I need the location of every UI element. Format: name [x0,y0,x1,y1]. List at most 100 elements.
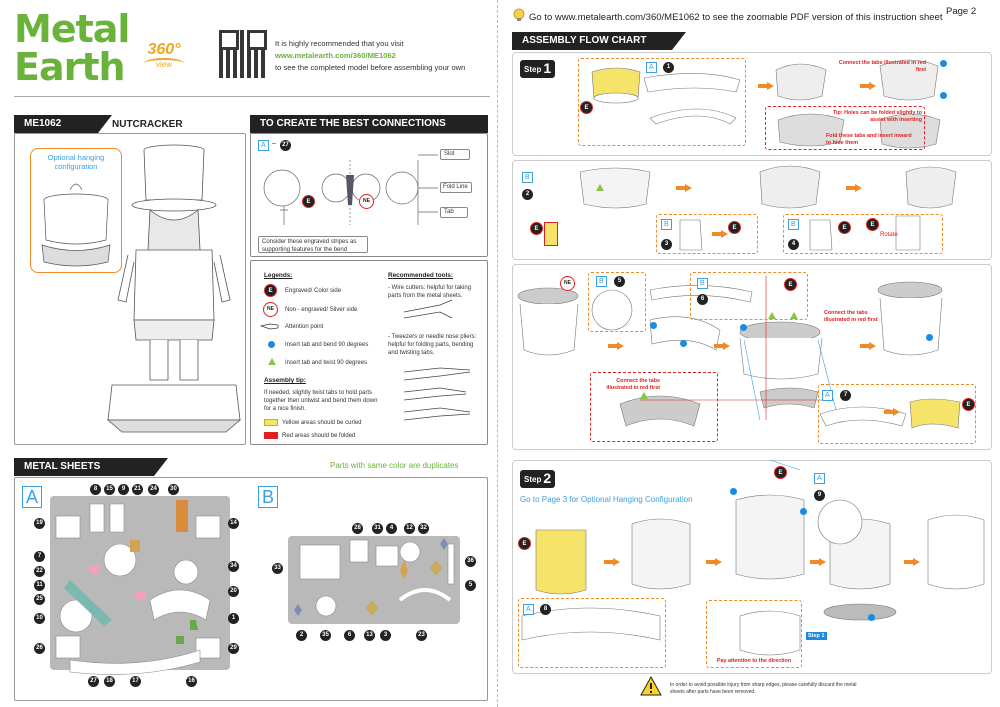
green-triangle-icon [268,358,276,365]
visit-note: It is highly recommended that you visit … [275,38,495,74]
blue-dot-icon [650,322,657,329]
flow-arrow-icon [904,558,920,566]
green-triangle-icon [640,392,648,399]
part-num: 32 [418,523,429,534]
visit-line3: to see the completed model before assemb… [275,63,466,72]
substep-8-frame [518,598,666,668]
substep-5-frame [588,272,646,332]
legend-nonengraved-icon: NE [263,302,278,317]
part-num: 23 [416,630,427,641]
engraved-stripes-note: Consider these engraved stripes as suppo… [258,236,368,253]
legend-attention-text: Attention point [285,324,324,330]
page-divider [497,0,498,707]
part-num: 33 [272,563,283,574]
flow-arrow-icon [714,342,730,350]
step2-number: 2 [543,470,552,486]
part-num: 10 [34,613,45,624]
flow-arrow-icon [884,408,900,416]
step2-panel [512,460,992,674]
part-num: 14 [228,518,239,529]
badge-word: view [144,58,184,69]
attention-frame [706,600,802,668]
part-num: 7 [34,551,45,562]
substep-6-frame [690,272,808,320]
sheet-b-letter: B [258,486,278,508]
ref-part-number: 9 [814,490,825,501]
fold-tabs-note: Fold these tabs and insert inward to hid… [826,133,912,146]
yellow-note: Yellow areas should be curled [282,420,362,426]
flow-arrow-icon [758,82,774,90]
ref-sheet-tag: B [596,276,607,287]
flow-arrow-icon [712,230,728,238]
part-num: 26 [34,643,45,654]
logo-line2: Earth [14,45,126,89]
optional-hanging-panel [30,148,122,273]
part-num: 12 [404,523,415,534]
engraved-icon: E [838,221,851,234]
duplicates-note: Parts with same color are duplicates [330,461,459,470]
legend-nonengraved-text: Non - engraved/ Silver side [285,307,358,313]
ref-sheet-tag: A [822,390,833,401]
conn-part-number: 27 [280,140,291,151]
engraved-icon: E [518,537,531,550]
part-num: 30 [168,484,179,495]
pdf-link-note[interactable]: Go to www.metalearth.com/360/ME1062 to s… [529,12,943,23]
part-num: 3 [380,630,391,641]
part-num: 2 [296,630,307,641]
flow-arrow-icon [706,558,722,566]
part-num: 6 [344,630,355,641]
flow-arrow-icon [676,184,692,192]
ref-sheet-tag: B [661,219,672,230]
ref-part-number: 5 [614,276,625,287]
part-num: 35 [320,630,331,641]
go-page3-note[interactable]: Go to Page 3 for Optional Hanging Config… [520,495,693,504]
part-num: 1 [228,613,239,624]
part-num: 27 [88,676,99,687]
green-triangle-icon [596,184,604,191]
flow-chart-title: ASSEMBLY FLOW CHART [522,35,647,46]
blue-dot-icon [940,60,947,67]
sheet-a-letter: A [22,486,42,508]
ref-sheet-tag: A [646,62,657,73]
blue-dot-icon [268,341,275,348]
step1-frame [578,58,746,146]
engraved-icon: E [866,218,879,231]
step2-word: Step [524,475,542,484]
ref-sheet-tag: B [788,219,799,230]
legend-engraved-text: Engraved/ Color side [285,288,342,294]
flow-arrow-icon [846,184,862,192]
tools-item2: - Tweezers or needle nose pliers: helpfu… [388,334,477,356]
blue-dot-icon [868,614,875,621]
visit-line1: It is highly recommended that you visit [275,39,404,48]
blue-dot-icon [680,340,687,347]
substep-4-frame [783,214,943,254]
connections-bar: TO CREATE THE BEST CONNECTIONS [250,115,488,133]
visit-url-link[interactable]: www.metalearth.com/360/ME1062 [275,51,396,60]
conn-dash: – [272,140,276,147]
part-num: 18 [104,676,115,687]
ref-sheet-tag: A [814,473,825,484]
part-num: 9 [118,484,129,495]
model-code: ME1062 [24,118,62,129]
page-number: Page 2 [946,6,977,17]
lightbulb-icon [513,8,525,21]
part-num: 22 [34,566,45,577]
part-num: 13 [364,630,375,641]
badge-number: 360° [147,41,181,58]
qr-code-icon[interactable] [219,30,267,78]
conn-sheet-tag: A [258,140,269,151]
substep-7-frame [818,384,976,444]
metal-sheets-bar: METAL SHEETS [14,458,154,476]
nonengraved-icon: NE [560,276,575,291]
step1-panel-a [512,52,992,156]
ref-part-number: 2 [522,189,533,200]
connect-tabs-frame [590,372,718,442]
connect-tabs-note-1: Connect the tabs illustrated in red firs… [838,60,926,73]
mini-step-badge: Step 1 [806,632,827,640]
part-num: 4 [386,523,397,534]
flow-chart-bar: ASSEMBLY FLOW CHART [512,32,672,50]
conn-nonengraved-icon: NE [359,194,374,209]
